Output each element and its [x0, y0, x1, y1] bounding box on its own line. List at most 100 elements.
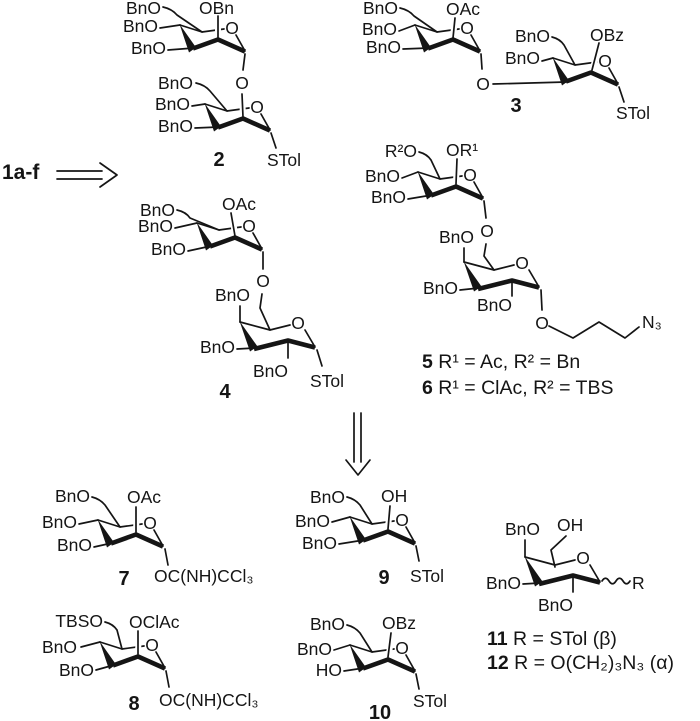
- o3-bond: [95, 664, 115, 671]
- ring-oxygen-label: O: [291, 313, 305, 333]
- o6-label: BnO: [310, 487, 345, 507]
- o3-label: BnO: [200, 337, 235, 357]
- o4-bond: [401, 171, 419, 179]
- compound-12-rgroup: R = O(CH₂)₃N₃ (α): [509, 652, 674, 674]
- o4-bond: [80, 641, 101, 648]
- compound-11-rgroup: R = STol (β): [508, 628, 617, 650]
- o4-label: BnO: [297, 639, 332, 659]
- compound-8: TBSO OClAc BnO BnO O OC(NH)CCl₃ 8: [42, 611, 259, 715]
- o3-bond: [194, 126, 220, 129]
- o4-bond: [331, 516, 351, 523]
- o3-label: BnO: [158, 116, 193, 136]
- o4-label: BnO: [215, 285, 250, 305]
- o3-label: HO: [316, 660, 342, 680]
- ring-oxygen-label: O: [460, 18, 474, 38]
- anomeric-group-label: STol: [413, 691, 447, 711]
- o3-bond: [522, 582, 541, 585]
- ring-oxygen-label: O: [143, 513, 157, 533]
- compound-6-number: 6: [422, 377, 433, 399]
- o6-label: R²O: [385, 141, 417, 161]
- o6-label: BnO: [140, 200, 175, 220]
- o3-bond: [93, 542, 113, 548]
- bridge-oxygen-label: O: [476, 74, 490, 94]
- compound-8-number: 8: [128, 693, 139, 715]
- arrow-head: [99, 162, 118, 188]
- o2-bond: [591, 42, 600, 71]
- o2-label: BnO: [253, 361, 288, 381]
- o6-label: BnO: [158, 73, 193, 93]
- o4-label: BnO: [123, 16, 158, 36]
- compound-11-number: 11: [487, 628, 508, 650]
- anomeric-bond: [415, 545, 420, 562]
- o2-label: OH: [381, 486, 407, 506]
- ring-oxygen-label: O: [515, 253, 529, 273]
- anomeric-bond: [540, 289, 543, 311]
- anomeric-bond: [242, 53, 246, 71]
- o3-bond: [338, 539, 365, 545]
- o2-bond: [452, 17, 456, 39]
- o3-label: BnO: [302, 533, 337, 553]
- compound-11-definition: 11 R = STol (β): [487, 628, 617, 650]
- o2-label: OAc: [127, 487, 161, 507]
- o2-bridge-bond: [241, 93, 244, 118]
- anomeric-r-label: R: [632, 573, 645, 593]
- retrosynthesis-arrow-down: [345, 412, 371, 476]
- o3-bond: [236, 347, 256, 350]
- ring-oxygen-label: O: [250, 97, 264, 117]
- ring-oxygen-label: O: [242, 216, 256, 236]
- wavy-anomeric-bond: [601, 577, 631, 585]
- o3-bond: [402, 47, 430, 50]
- o6-label: BnO: [55, 486, 90, 506]
- o4-bond: [159, 24, 181, 29]
- o4-label: BnO: [439, 227, 474, 247]
- o3-label: BnO: [57, 535, 92, 555]
- o3-label: BnO: [59, 660, 94, 680]
- o3-label: BnO: [366, 37, 401, 57]
- c6-bond: [162, 6, 203, 33]
- o3-label: BnO: [423, 278, 458, 298]
- compound-9: BnO OH BnO BnO O STol 9: [295, 486, 444, 589]
- o6-label: BnO: [126, 0, 161, 18]
- o6-label: BnO: [515, 26, 550, 46]
- anomeric-group-label: STol: [267, 150, 301, 170]
- ring-oxygen-label: O: [576, 548, 590, 568]
- o4-bond: [398, 24, 416, 32]
- o6-label: BnO: [363, 0, 398, 18]
- c6-bond: [418, 151, 441, 180]
- o6-label: OH: [557, 515, 583, 535]
- compound-12-number: 12: [487, 652, 509, 674]
- compound-9-number: 9: [378, 567, 389, 589]
- c6-bond: [195, 82, 228, 112]
- compound-7: BnO OAc BnO BnO O OC(NH)CCl₃ 7: [42, 486, 254, 590]
- o4-bond: [78, 519, 99, 525]
- ring-oxygen-label: O: [463, 165, 477, 185]
- anomeric-group-label: STol: [616, 103, 650, 123]
- c6-bond: [259, 293, 271, 331]
- bridge-oxygen-label: O: [480, 221, 494, 241]
- ring-oxygen-label: O: [598, 51, 612, 71]
- retrosynthesis-arrow-right: [56, 162, 118, 188]
- anomeric-group-label: STol: [310, 371, 344, 391]
- o2-bond: [387, 505, 391, 530]
- o2-label: OBz: [590, 25, 624, 45]
- compound-2-number: 2: [213, 149, 224, 171]
- o3-bond: [459, 287, 480, 291]
- o4-bond: [541, 57, 554, 62]
- o3-bond: [407, 194, 433, 200]
- o3-label: BnO: [486, 573, 521, 593]
- compound-7-number: 7: [118, 568, 129, 590]
- compound-4-number: 4: [219, 381, 231, 403]
- anomeric-bond: [316, 349, 323, 367]
- compound-12-definition: 12 R = O(CH₂)₃N₃ (α): [487, 652, 674, 674]
- o4-label: BnO: [365, 166, 400, 186]
- arrow-head: [345, 459, 371, 476]
- o4-bond: [191, 103, 206, 107]
- compound-5-number: 5: [422, 351, 433, 373]
- compound-5-6: R²O OR¹ BnO BnO O O BnO BnO BnO O O N₃ 5…: [365, 140, 662, 399]
- ring-oxygen-label: O: [225, 18, 239, 38]
- o3-bond: [343, 667, 365, 672]
- anomeric-bond: [415, 673, 420, 690]
- compound-11-12: BnO OH BnO BnO O R 11 R = STol (β) 12 R …: [486, 515, 674, 674]
